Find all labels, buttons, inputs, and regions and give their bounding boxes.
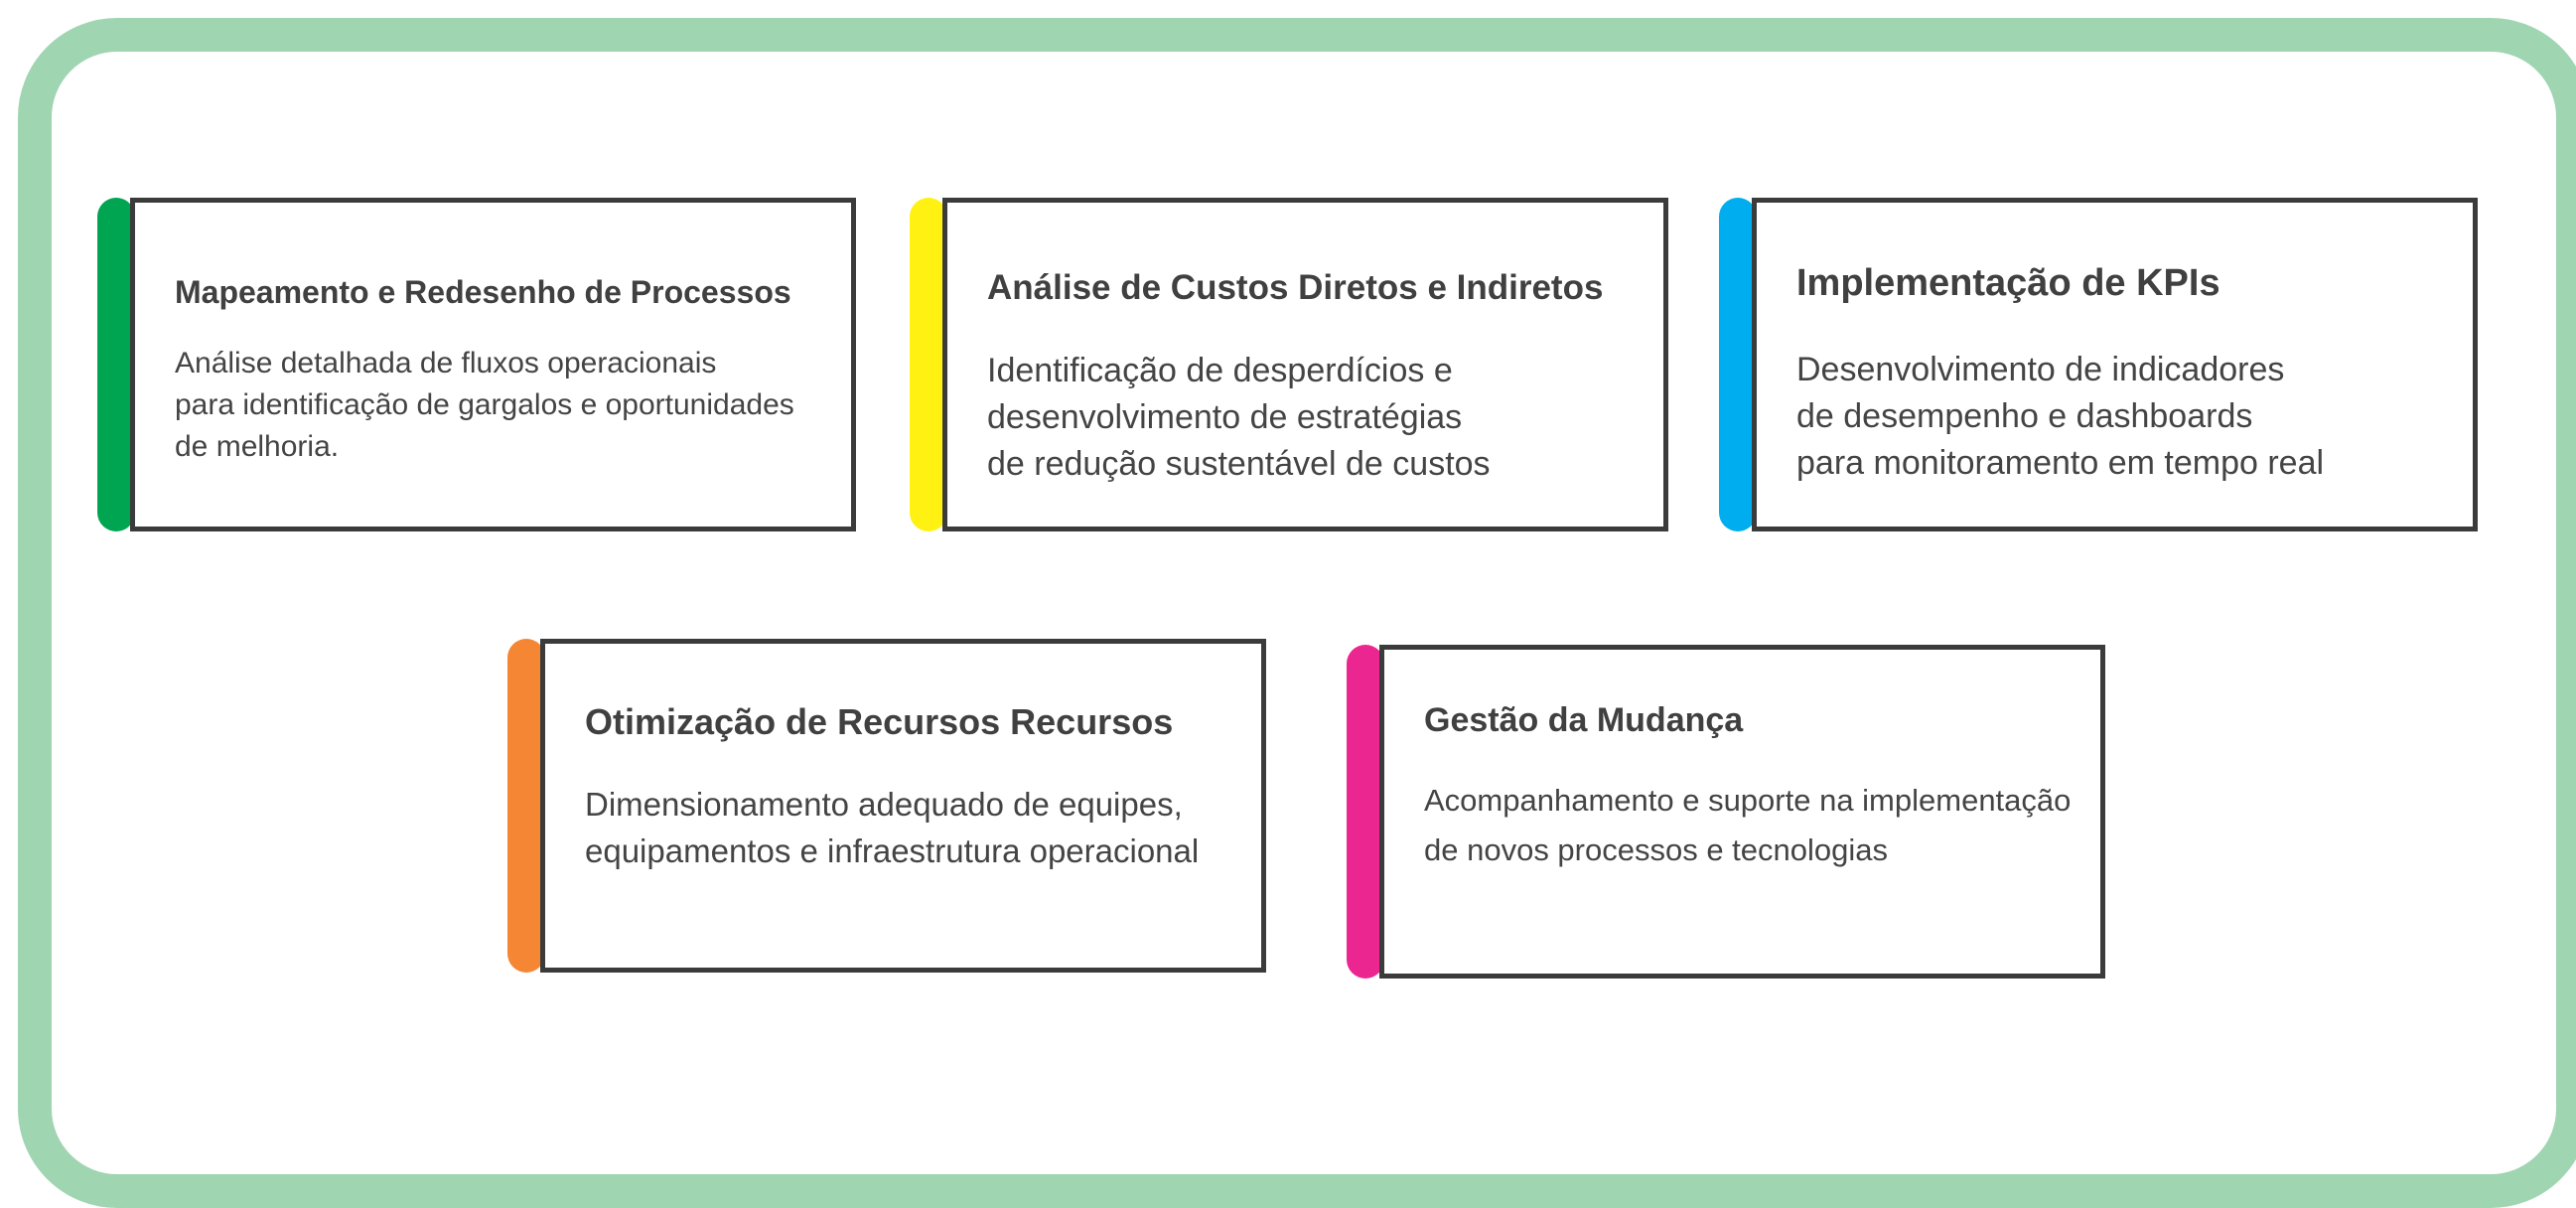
card-box: Gestão da Mudança Acompanhamento e supor… xyxy=(1379,645,2105,979)
card-title: Mapeamento e Redesenho de Processos xyxy=(175,274,791,310)
accent-bar-green xyxy=(97,198,135,531)
card-title: Implementação de KPIs xyxy=(1796,262,2220,304)
card-cost-analysis: Análise de Custos Diretos e Indiretos Id… xyxy=(910,198,1668,531)
outer-frame xyxy=(18,18,2576,1208)
accent-bar-orange xyxy=(507,639,545,973)
card-box: Otimização de Recursos Recursos Dimensio… xyxy=(540,639,1266,973)
card-change-management: Gestão da Mudança Acompanhamento e supor… xyxy=(1347,645,2105,979)
card-description: Acompanhamento e suporte na implementaçã… xyxy=(1424,783,2072,867)
card-process-mapping: Mapeamento e Redesenho de Processos Anál… xyxy=(97,198,856,531)
card-resource-optimization: Otimização de Recursos Recursos Dimensio… xyxy=(507,639,1266,973)
card-description: Identificação de desperdícios e desenvol… xyxy=(987,352,1491,483)
card-title: Análise de Custos Diretos e Indiretos xyxy=(987,268,1604,307)
card-box: Implementação de KPIs Desenvolvimento de… xyxy=(1752,198,2478,531)
accent-bar-pink xyxy=(1347,645,1384,979)
card-description: Desenvolvimento de indicadores de desemp… xyxy=(1796,351,2325,482)
accent-bar-blue xyxy=(1719,198,1757,531)
card-title: Otimização de Recursos Recursos xyxy=(585,701,1174,742)
card-description: Análise detalhada de fluxos operacionais… xyxy=(175,347,794,463)
card-box: Análise de Custos Diretos e Indiretos Id… xyxy=(942,198,1668,531)
card-box: Mapeamento e Redesenho de Processos Anál… xyxy=(130,198,856,531)
card-kpi-implementation: Implementação de KPIs Desenvolvimento de… xyxy=(1719,198,2478,531)
card-description: Dimensionamento adequado de equipes, equ… xyxy=(585,786,1200,869)
accent-bar-yellow xyxy=(910,198,947,531)
card-title: Gestão da Mudança xyxy=(1424,701,1744,739)
